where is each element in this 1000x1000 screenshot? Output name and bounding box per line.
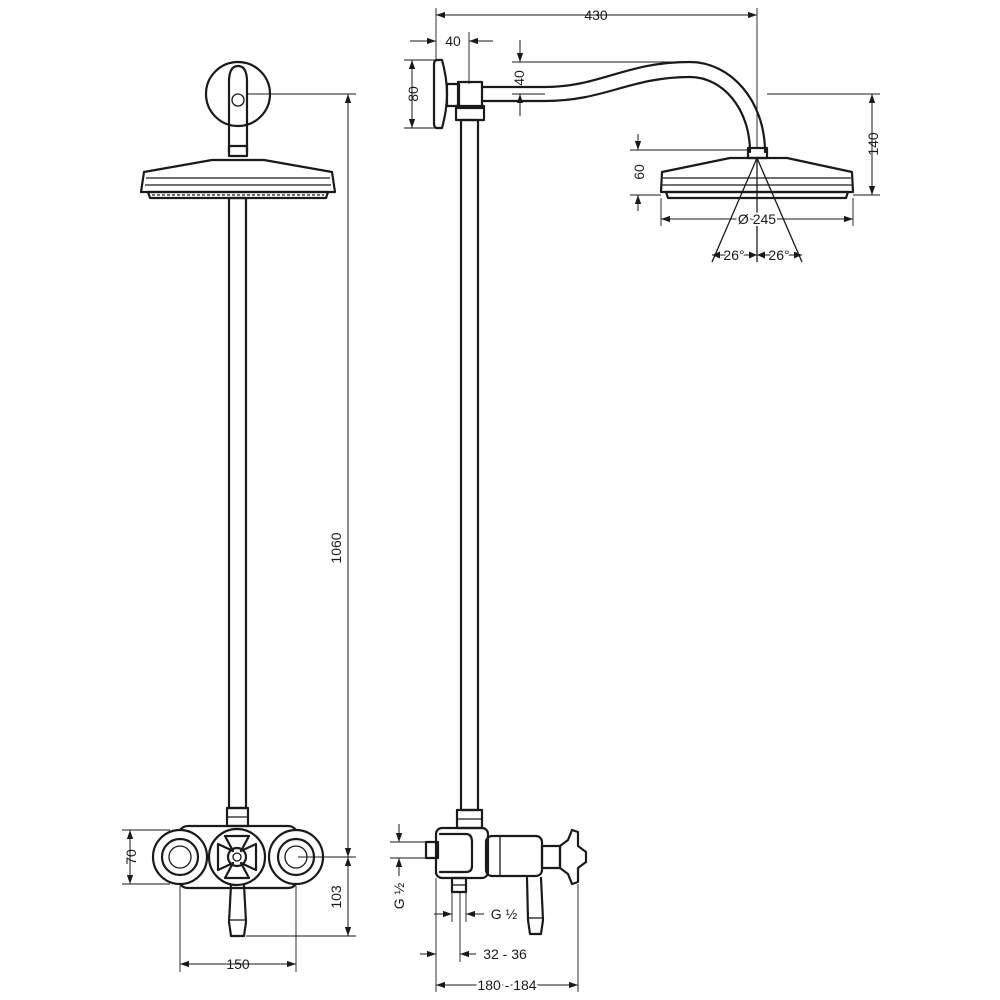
dim-head-height: 140 xyxy=(865,132,881,156)
dim-inlet-thread-horizontal: G ½ xyxy=(491,906,518,922)
front-thermostatic-valve xyxy=(151,824,325,938)
dim-wall-plate-height: 80 xyxy=(405,86,421,102)
dim-riser-length: 1060 xyxy=(328,532,344,563)
dim-wall-offset: 32 - 36 xyxy=(483,946,527,962)
front-dimensions: 1060 103 70 150 xyxy=(122,93,356,972)
front-shower-head xyxy=(139,158,337,200)
dim-spray-angle-right: 26° xyxy=(768,247,789,263)
dim-valve-to-outlet: 103 xyxy=(328,885,344,909)
front-shower-arm xyxy=(227,64,249,154)
front-view xyxy=(139,60,337,938)
dim-valve-projection: 180 - 184 xyxy=(477,977,536,993)
side-wall-plate xyxy=(432,58,449,130)
side-dimensions: 430 40 40 80 140 60 Ø 245 xyxy=(390,7,881,995)
side-riser-pipe xyxy=(459,118,480,812)
front-cross-handle xyxy=(216,834,258,880)
dim-head-diameter: Ø 245 xyxy=(738,211,776,227)
side-cross-handle xyxy=(558,828,588,886)
side-view xyxy=(424,58,855,936)
dim-spray-angle-left: 26° xyxy=(723,247,744,263)
dim-inlet-thread-vertical: G ½ xyxy=(391,882,407,909)
dim-total-projection: 430 xyxy=(584,7,608,23)
side-thermostatic-valve xyxy=(424,826,588,936)
dim-arm-rise: 40 xyxy=(511,70,527,86)
side-elbow xyxy=(456,80,484,110)
dim-inlet-centres: 150 xyxy=(226,956,250,972)
dim-wall-plate-depth: 40 xyxy=(445,33,461,49)
front-riser-pipe xyxy=(227,196,248,810)
dim-head-thickness: 60 xyxy=(631,164,647,180)
dim-valve-height: 70 xyxy=(123,849,139,865)
